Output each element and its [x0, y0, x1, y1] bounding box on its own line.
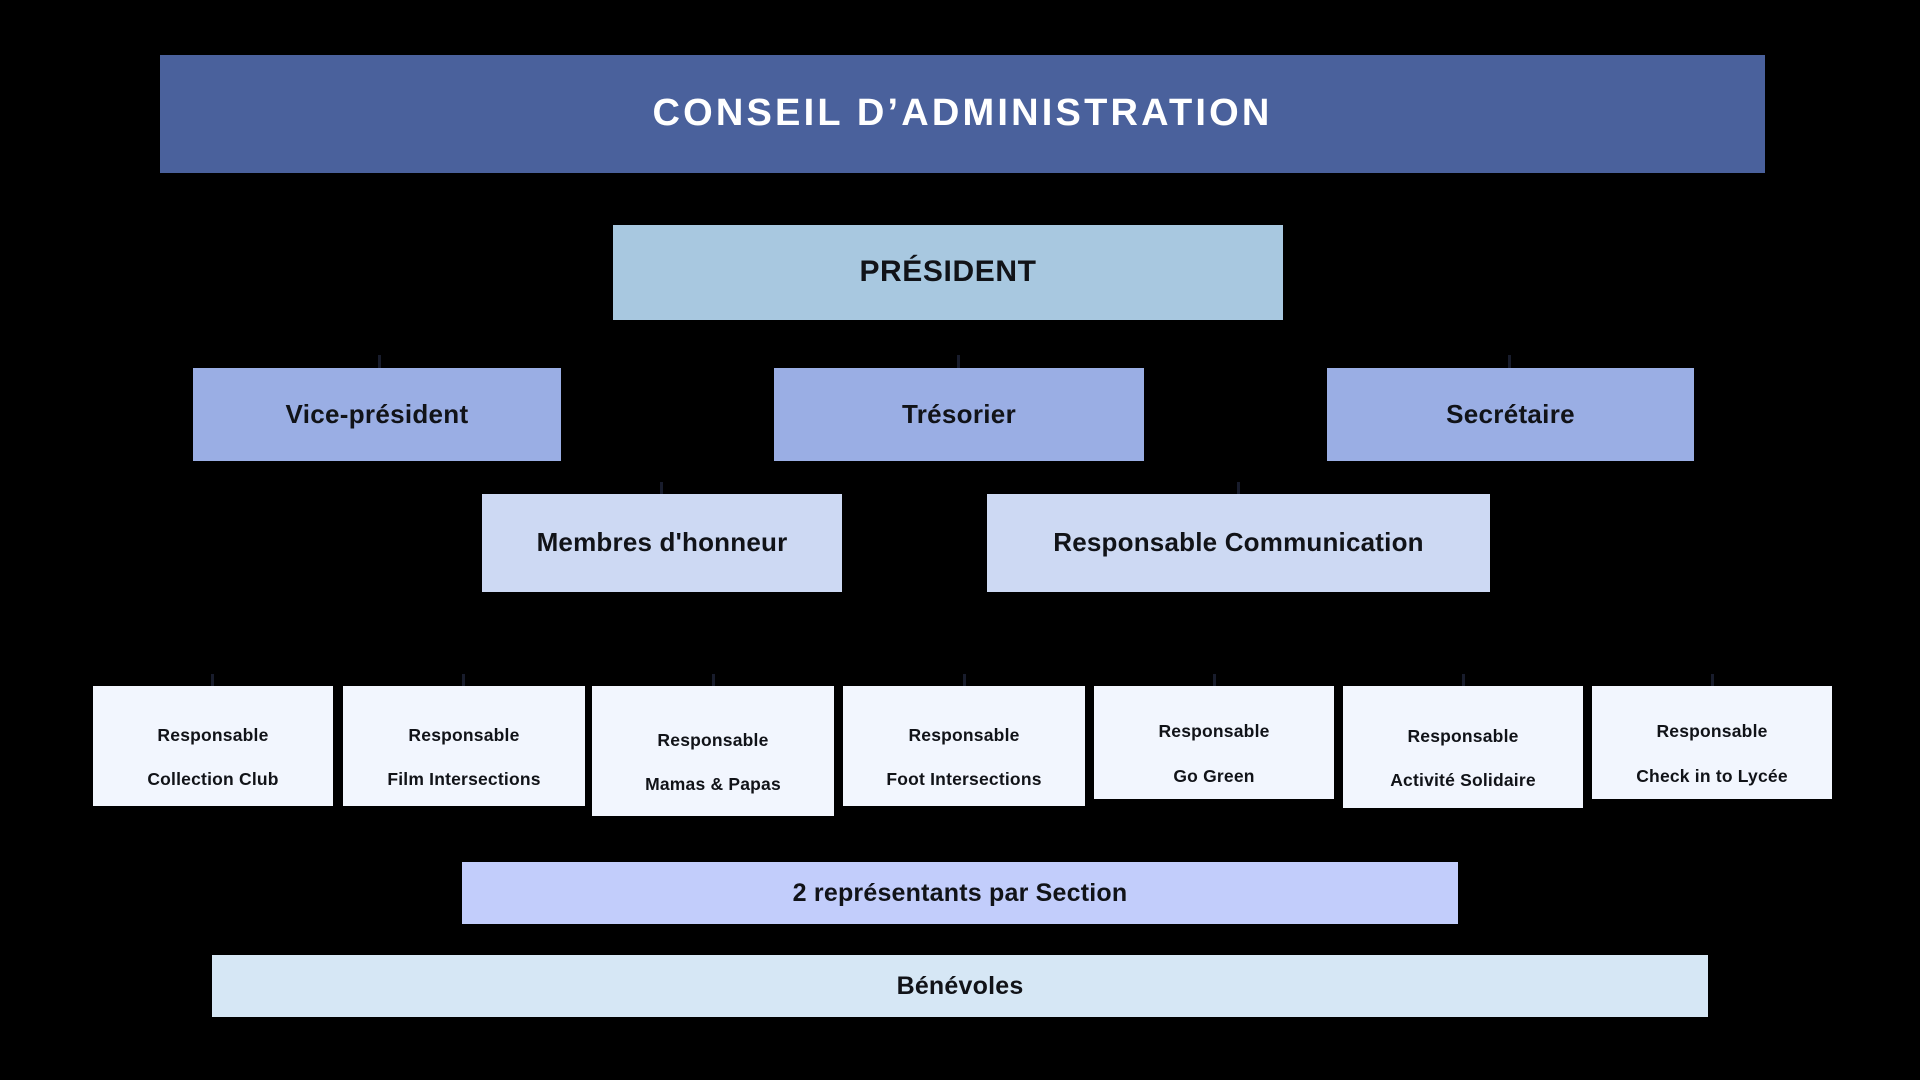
connector-officers-to-members: [1237, 482, 1240, 495]
node-president: PRÉSIDENT: [613, 225, 1283, 320]
responsable-line1: Responsable: [157, 724, 269, 745]
node-responsable-film-intersections: Responsable Film Intersections: [343, 686, 585, 806]
responsable-line2: Check in to Lycée: [1636, 765, 1788, 786]
responsable-line2: Mamas & Papas: [645, 774, 781, 795]
responsable-line1: Responsable: [1656, 721, 1768, 742]
connector-members-to-responsables: [462, 674, 465, 687]
responsable-line2: Go Green: [1173, 765, 1255, 786]
connector-members-to-responsables: [963, 674, 966, 687]
node-responsable-collection-club: Responsable Collection Club: [93, 686, 333, 806]
responsable-line2: Activité Solidaire: [1390, 770, 1536, 791]
connector-members-to-responsables: [712, 674, 715, 687]
responsable-line2: Film Intersections: [387, 769, 541, 790]
node-responsable-check-in-to-lycee: Responsable Check in to Lycée: [1592, 686, 1832, 799]
connector-officers-to-members: [660, 482, 663, 495]
responsable-line1: Responsable: [1158, 721, 1270, 742]
responsable-line1: Responsable: [408, 724, 520, 745]
node-responsable-foot-intersections: Responsable Foot Intersections: [843, 686, 1085, 806]
connector-president-to-officers: [957, 355, 960, 369]
node-membres-honneur: Membres d'honneur: [482, 494, 842, 592]
responsable-line1: Responsable: [657, 729, 769, 750]
responsable-line2: Collection Club: [147, 769, 279, 790]
connector-president-to-officers: [1508, 355, 1511, 369]
node-tresorier: Trésorier: [774, 368, 1144, 461]
node-responsable-activite-solidaire: Responsable Activité Solidaire: [1343, 686, 1583, 808]
node-responsable-communication: Responsable Communication: [987, 494, 1490, 592]
node-vice-president: Vice-président: [193, 368, 561, 461]
connector-members-to-responsables: [1711, 674, 1714, 687]
connector-president-to-officers: [378, 355, 381, 369]
node-representants-par-section: 2 représentants par Section: [462, 862, 1458, 924]
responsable-line1: Responsable: [908, 724, 1020, 745]
responsable-line1: Responsable: [1407, 725, 1519, 746]
node-secretaire: Secrétaire: [1327, 368, 1694, 461]
board-header: CONSEIL D’ADMINISTRATION: [160, 55, 1765, 173]
node-responsable-mamas-papas: Responsable Mamas & Papas: [592, 686, 834, 816]
connector-members-to-responsables: [211, 674, 214, 687]
connector-members-to-responsables: [1213, 674, 1216, 687]
responsable-line2: Foot Intersections: [886, 769, 1042, 790]
connector-members-to-responsables: [1462, 674, 1465, 687]
node-benevoles: Bénévoles: [212, 955, 1708, 1017]
node-responsable-go-green: Responsable Go Green: [1094, 686, 1334, 799]
